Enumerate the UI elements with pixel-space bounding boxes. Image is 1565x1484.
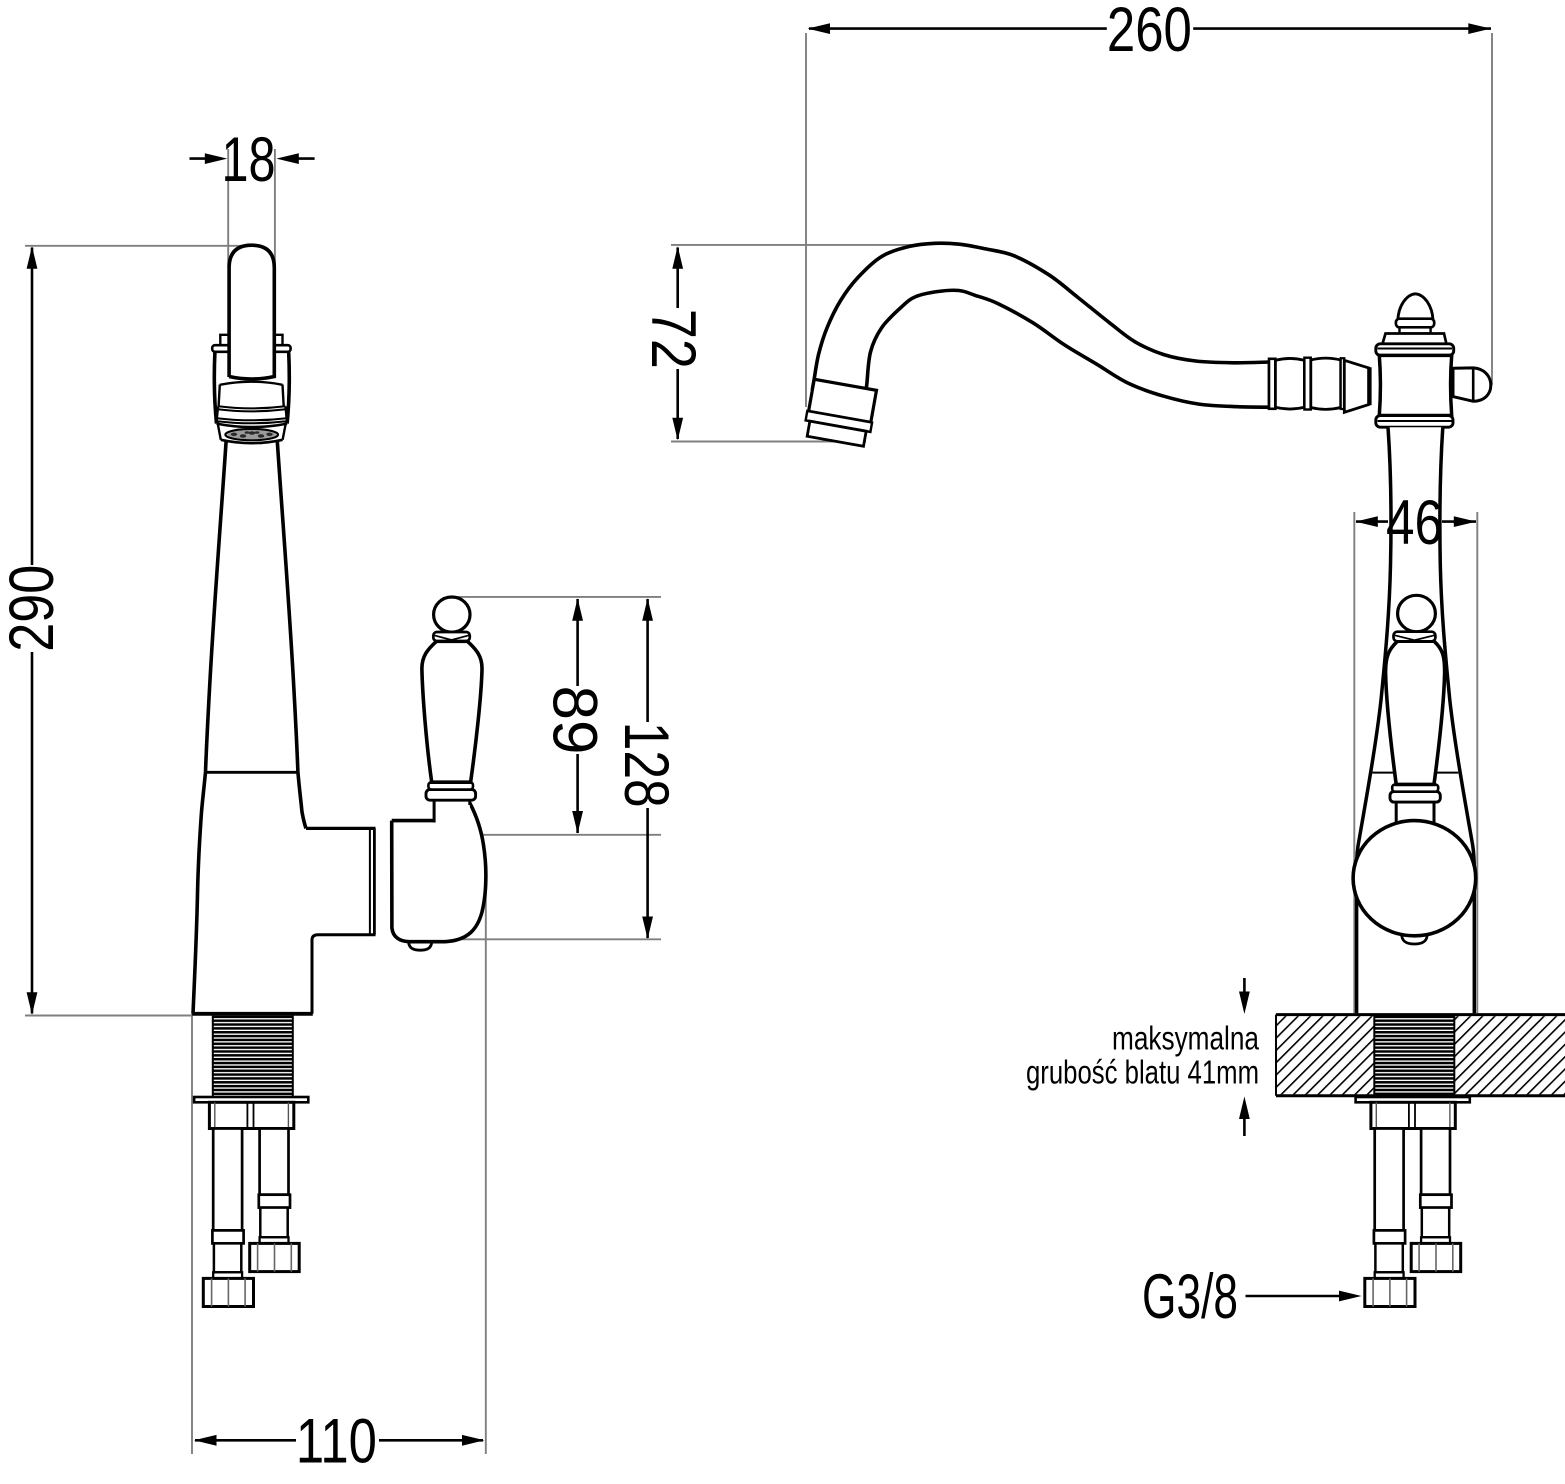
svg-text:46: 46 <box>1386 488 1443 558</box>
svg-text:128: 128 <box>611 722 681 808</box>
svg-text:grubość blatu 41mm: grubość blatu 41mm <box>1026 1055 1259 1092</box>
svg-text:72: 72 <box>638 309 708 369</box>
svg-text:110: 110 <box>296 1407 377 1477</box>
svg-text:G3/8: G3/8 <box>1142 1262 1238 1332</box>
svg-text:maksymalna: maksymalna <box>1112 1021 1259 1058</box>
svg-text:290: 290 <box>0 565 67 652</box>
svg-text:89: 89 <box>540 686 610 755</box>
svg-text:18: 18 <box>222 125 276 195</box>
svg-text:260: 260 <box>1107 0 1192 65</box>
